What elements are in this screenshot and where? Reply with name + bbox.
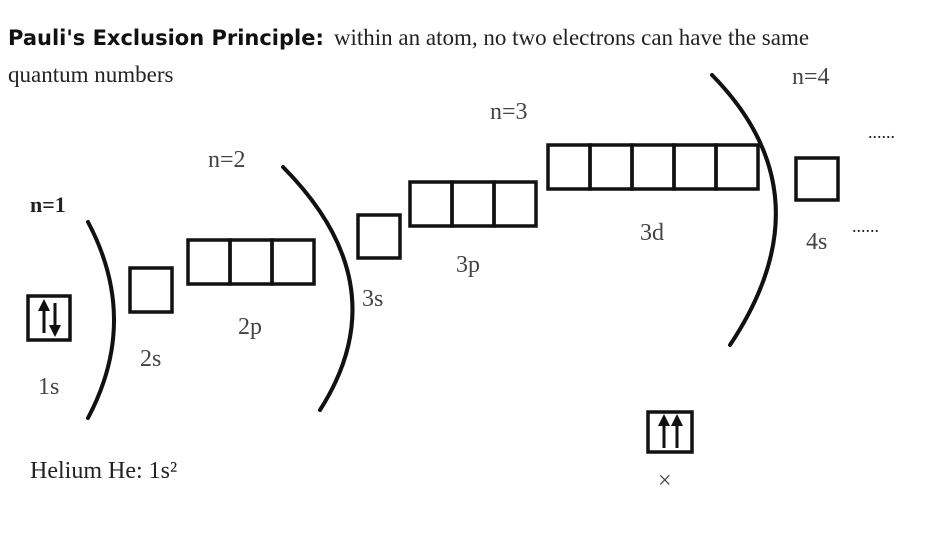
orbital-3p: [408, 180, 538, 228]
invalid-orbital: [646, 410, 694, 454]
orbital-3d-label: 3d: [640, 220, 664, 246]
orbital-2s: [128, 266, 174, 314]
title-rest: within an atom, no two electrons can hav…: [334, 25, 809, 50]
shell-n1-label: n=1: [30, 192, 66, 217]
orbital-3d: [546, 143, 760, 191]
orbital-4s: [794, 156, 840, 202]
orbital-1s-label: 1s: [38, 374, 59, 400]
shell-n2-label: n=2: [208, 147, 246, 173]
ellipsis-upper: ......: [868, 122, 895, 142]
title-bold: Pauli's Exclusion Principle:: [8, 26, 324, 50]
orbital-2s-label: 2s: [140, 346, 161, 372]
up-up-arrows-icon: [658, 414, 683, 448]
shell-n4-label: n=4: [792, 64, 830, 90]
orbital-1s: [26, 294, 72, 342]
orbital-4s-label: 4s: [806, 229, 827, 255]
helium-example: Helium He: 1s²: [30, 458, 177, 484]
ellipsis-lower: ......: [852, 216, 879, 236]
orbital-2p: [186, 238, 316, 286]
shell-boundary-arc-1: [86, 220, 116, 420]
title-line: Pauli's Exclusion Principle: within an a…: [8, 25, 809, 50]
shell-boundary-arc-2: [281, 165, 355, 412]
title-line2: quantum numbers: [8, 62, 173, 87]
orbital-3s-label: 3s: [362, 286, 383, 312]
shell-boundary-arc-3: [710, 73, 778, 347]
orbital-2p-label: 2p: [238, 314, 262, 340]
orbital-3s: [356, 213, 402, 260]
up-down-arrows-icon: [38, 299, 61, 337]
shell-n3-label: n=3: [490, 99, 528, 125]
invalid-mark: ×: [658, 468, 672, 494]
orbital-3p-label: 3p: [456, 252, 480, 278]
